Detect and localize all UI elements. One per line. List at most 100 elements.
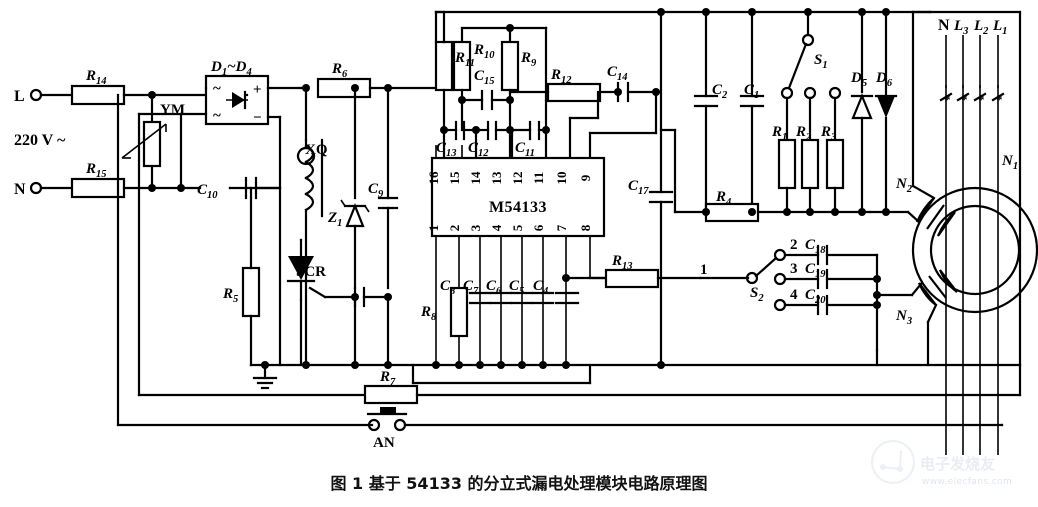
label-C7: C7 (463, 278, 479, 297)
svg-text:*: * (978, 92, 985, 107)
resistor-R9 (500, 40, 520, 92)
label-C6: C6 (486, 278, 502, 297)
label-C19: C19 (805, 261, 826, 280)
label-out-N: N (938, 17, 950, 34)
ic-pin-5: 5 (510, 224, 525, 231)
switch-S1-contact-2[interactable] (803, 86, 817, 100)
label-S2-common: 1 (700, 262, 708, 278)
label-R15: R15 (85, 161, 107, 180)
resistor-R3 (825, 138, 845, 190)
label-C12: C12 (468, 140, 489, 159)
bottom-rail-junctions (261, 361, 665, 369)
label-out-L2: L2 (973, 18, 989, 37)
label-S2-pos3: 3 (790, 261, 798, 277)
label-S2-pos4: 4 (790, 287, 798, 303)
conductors-N1 (945, 85, 999, 455)
label-bridge-plus: + (253, 82, 262, 98)
svg-text:*: * (996, 92, 1003, 107)
resistor-R6 (316, 77, 372, 99)
label-bridge-D1-D4: D1~D4 (210, 59, 252, 78)
switch-S2-contact-4[interactable] (773, 298, 787, 312)
ic-pin-3: 3 (468, 224, 483, 231)
label-R11: R11 (454, 50, 475, 69)
watermark: 电子发烧友 www.elecfans.com (870, 439, 1030, 501)
label-C13: C13 (436, 140, 457, 159)
label-N3: N3 (895, 308, 912, 327)
label-D5: D5 (850, 70, 867, 89)
pushbutton-AN-cap[interactable] (380, 407, 396, 414)
switch-S1-pole[interactable] (801, 33, 815, 47)
label-R5: R5 (222, 286, 238, 305)
ic-pin-15: 15 (447, 171, 462, 185)
label-N2: N2 (895, 176, 913, 195)
resistor-R15 (70, 177, 126, 199)
diode-D5 (851, 93, 873, 120)
resistor-R7 (363, 384, 419, 405)
label-C20: C20 (805, 287, 826, 306)
label-C17: C17 (628, 178, 649, 197)
label-bridge-ac1: ~ (213, 81, 221, 97)
watermark-logo-icon (871, 440, 915, 484)
label-SCR: SCR (296, 264, 326, 280)
label-out-L3: L3 (953, 18, 968, 37)
label-R14: R14 (85, 68, 107, 87)
label-R2: R2 (795, 124, 812, 143)
thyristor-SCR (288, 256, 314, 280)
watermark-text-cn: 电子发烧友 (920, 455, 996, 473)
label-R8: R8 (420, 304, 437, 323)
watermark-text-url: www.elecfans.com (922, 477, 1013, 487)
ic-pin-9: 9 (578, 174, 593, 181)
terminal-L (29, 88, 43, 102)
label-bridge-minus: − (253, 110, 262, 126)
cap-bank-c8-c4 (468, 291, 580, 305)
resistor-R1 (777, 138, 797, 190)
switch-S1-contact[interactable] (780, 86, 794, 100)
ic-pin-8: 8 (578, 224, 593, 231)
label-S2-pos2: 2 (790, 237, 798, 253)
switch-S2-pole[interactable] (745, 271, 759, 285)
pushbutton-AN-right[interactable] (393, 418, 407, 432)
label-C18: C18 (805, 237, 826, 256)
svg-text:*: * (944, 92, 951, 107)
label-R13: R13 (611, 253, 633, 272)
pushbutton-AN-left[interactable] (367, 418, 381, 432)
label-C2: C2 (712, 82, 728, 101)
switch-S2-contact-3[interactable] (773, 272, 787, 286)
switch-S2-contact-2[interactable] (773, 248, 787, 262)
label-N-terminal: N (14, 181, 26, 198)
resistor-R14 (70, 84, 126, 106)
label-R3: R3 (820, 124, 836, 143)
label-YM: YM (160, 102, 185, 118)
label-L-terminal: L (14, 88, 25, 105)
switch-S1-contact-3[interactable] (828, 86, 842, 100)
ic-pin-12: 12 (510, 172, 525, 185)
label-C10: C10 (197, 182, 218, 201)
label-S1: S1 (814, 52, 828, 71)
resistor-R8 (449, 286, 469, 338)
label-C11: C11 (515, 140, 535, 159)
zener-Z1 (345, 203, 365, 228)
resistor-R12 (546, 82, 602, 103)
ic-pin-6: 6 (531, 224, 546, 231)
ic-pin-11: 11 (531, 172, 546, 184)
ic-pin-13: 13 (489, 171, 504, 185)
ic-pin-1: 1 (426, 225, 441, 232)
label-C9: C9 (368, 181, 384, 200)
resistor-R11 (434, 40, 454, 92)
resistor-R13 (604, 268, 660, 289)
label-C1: C1 (744, 82, 759, 101)
label-R7: R7 (379, 369, 396, 388)
label-C5: C5 (509, 278, 524, 297)
switch-S1-blade[interactable] (787, 42, 808, 90)
label-out-L1: L1 (992, 18, 1007, 37)
ic-pin-10: 10 (554, 172, 569, 185)
leads-top (945, 35, 999, 88)
label-C15: C15 (474, 68, 495, 87)
resistor-R2 (800, 138, 820, 190)
label-bridge-ac2: ~ (213, 108, 221, 124)
ic-pin-4: 4 (489, 224, 504, 231)
label-C14: C14 (607, 64, 628, 83)
switch-S2-blade[interactable] (754, 256, 778, 278)
label-D6: D6 (875, 70, 893, 89)
